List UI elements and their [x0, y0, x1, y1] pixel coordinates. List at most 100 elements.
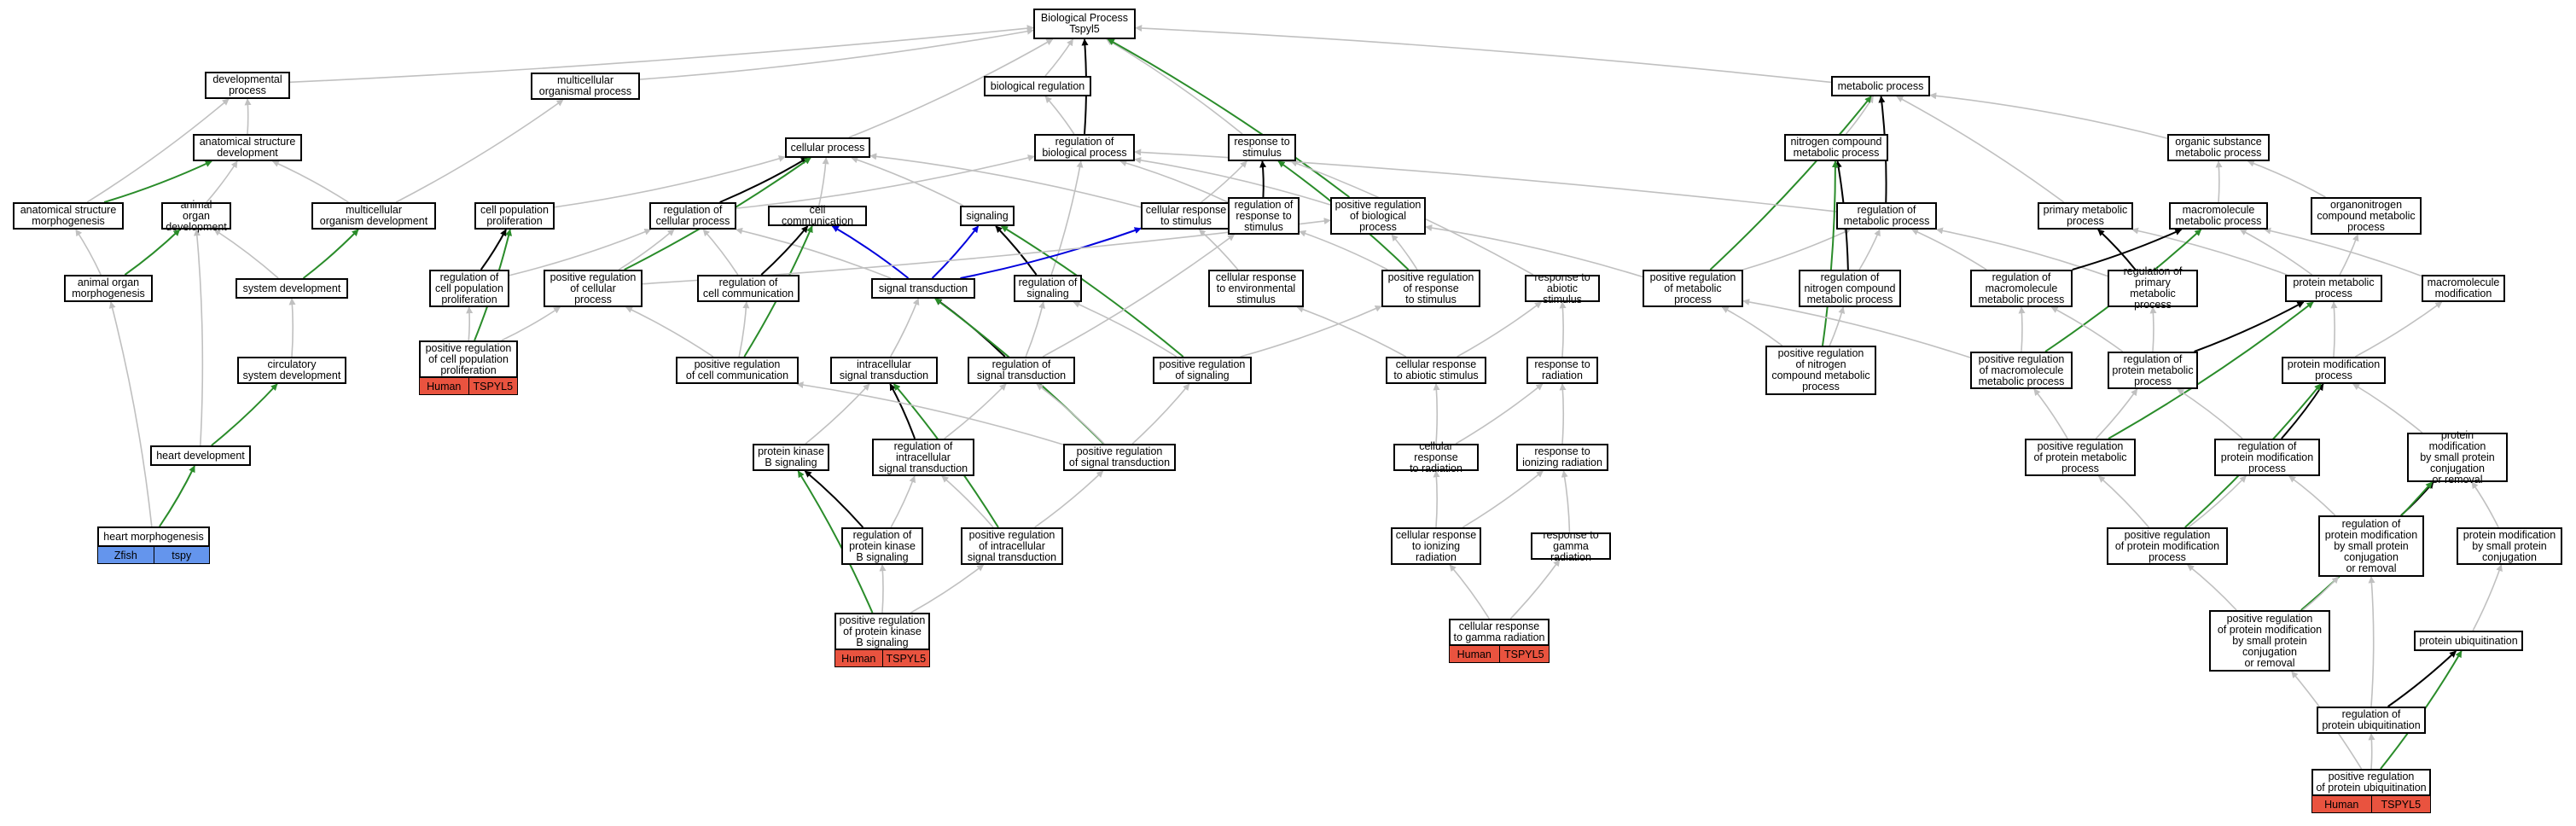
go-term-reg-cell-comm[interactable]: regulation of cell communication [697, 275, 800, 302]
go-term-resp-radiation[interactable]: response to radiation [1526, 357, 1598, 384]
go-term-animal-organ-dev[interactable]: animal organ development [161, 199, 231, 232]
go-term-reg-protein-mod[interactable]: regulation of protein modification proce… [2214, 439, 2320, 476]
species-tag: Human [420, 378, 468, 394]
go-term-pos-reg-prot-mod[interactable]: positive regulation of protein modificat… [2107, 527, 2228, 565]
go-term-macromol-met[interactable]: macromolecule metabolic process [2169, 202, 2268, 230]
go-term-pos-reg-bio-proc[interactable]: positive regulation of biological proces… [1330, 197, 1426, 235]
edge-response-stimulus-to-bp [1106, 38, 1243, 135]
edge-pos-reg-signaling-to-signaling [1001, 225, 1184, 358]
go-term-reg-cell-proc[interactable]: regulation of cellular process [649, 202, 736, 230]
go-term-reg-sig-trans[interactable]: regulation of signal transduction [968, 357, 1075, 384]
edge-pos-reg-protein-met-to-reg-protein-met [2095, 388, 2138, 439]
go-term-resp-abiotic[interactable]: response to abiotic stimulus [1525, 271, 1600, 305]
go-term-heart-dev[interactable]: heart development [150, 445, 251, 466]
go-term-reg-prot-mod-small[interactable]: regulation of protein modification by sm… [2318, 515, 2424, 577]
go-term-bio-reg[interactable]: biological regulation [984, 76, 1091, 96]
go-term-pos-reg-resp-stim[interactable]: positive regulation of response to stimu… [1381, 270, 1480, 307]
go-term-pos-reg-pkb-sig[interactable]: positive regulation of protein kinase B … [834, 613, 930, 650]
go-term-pos-reg-sig-trans[interactable]: positive regulation of signal transducti… [1063, 444, 1176, 471]
edge-pos-reg-macromol-to-pos-reg-met [1742, 299, 1971, 358]
go-term-pos-reg-prot-ubiq[interactable]: positive regulation of protein ubiquitin… [2311, 769, 2431, 796]
go-term-reg-pkb-sig[interactable]: regulation of protein kinase B signaling [841, 527, 923, 565]
go-term-pos-reg-cell-proc[interactable]: positive regulation of cellular process [544, 270, 643, 307]
go-term-protein-mod[interactable]: protein modification process [2282, 357, 2386, 384]
go-term-reg-primary-met[interactable]: regulation of primary metabolic process [2108, 266, 2198, 311]
edge-prot-mod-small-to-protein-mod [2352, 383, 2423, 433]
go-term-cell-resp-stim[interactable]: cellular response to stimulus [1141, 202, 1231, 230]
edge-pos-reg-sig-trans-to-pos-reg-cell-comm [796, 381, 1064, 445]
edge-cell-resp-env-to-cell-resp-stim [1198, 229, 1239, 270]
go-term-reg-signaling[interactable]: regulation of signaling [1014, 275, 1082, 302]
edge-pos-reg-bio-proc-to-reg-bio-process [1134, 156, 1331, 206]
go-term-metabolic[interactable]: metabolic process [1831, 76, 1930, 96]
go-term-reg-cell-pop-prolif[interactable]: regulation of cell population proliferat… [429, 270, 509, 307]
go-term-pos-reg-cell-comm[interactable]: positive regulation of cell communicatio… [676, 357, 799, 384]
go-term-pos-reg-protein-met[interactable]: positive regulation of protein metabolic… [2025, 439, 2136, 476]
edge-reg-cell-comm-to-reg-cell-proc [702, 229, 739, 276]
go-term-reg-met-proc[interactable]: regulation of metabolic process [1836, 202, 1937, 230]
edge-protein-mod-to-protein-met [2330, 301, 2338, 358]
go-term-pos-reg-prot-mod-small[interactable]: positive regulation of protein modificat… [2209, 610, 2330, 672]
go-term-protein-met[interactable]: protein metabolic process [2285, 275, 2382, 302]
go-term-multicell-org-dev[interactable]: multicellular organism development [311, 202, 436, 230]
go-term-cell-resp-gamma[interactable]: cellular response to gamma radiation [1449, 619, 1550, 646]
go-term-reg-prot-ubiq[interactable]: regulation of protein ubiquitination [2317, 707, 2426, 734]
go-term-bp[interactable]: Biological Process Tspyl5 [1033, 9, 1136, 39]
go-term-pos-reg-met[interactable]: positive regulation of metabolic process [1643, 270, 1743, 307]
go-term-pos-reg-nitrogen[interactable]: positive regulation of nitrogen compound… [1765, 346, 1876, 395]
go-term-organic-sub-met[interactable]: organic substance metabolic process [2167, 134, 2270, 161]
go-term-reg-protein-met[interactable]: regulation of protein metabolic process [2108, 352, 2198, 389]
go-term-pos-reg-cell-pop-prolif[interactable]: positive regulation of cell population p… [419, 340, 518, 378]
edge-metabolic-to-bp [1135, 25, 1832, 84]
go-term-cellular-process[interactable]: cellular process [785, 137, 870, 158]
go-term-pos-reg-intracell-sig[interactable]: positive regulation of intracellular sig… [961, 527, 1063, 565]
go-term-signaling[interactable]: signaling [960, 206, 1015, 226]
edge-pos-reg-cell-pop-prolif-to-pos-reg-cell-proc [501, 306, 561, 341]
go-term-reg-resp-stim[interactable]: regulation of response to stimulus [1228, 197, 1300, 235]
go-term-resp-ion-rad[interactable]: response to ionizing radiation [1516, 444, 1608, 471]
edge-multicell-org-dev-to-anat-struct-dev [271, 160, 349, 203]
go-term-heart-morph[interactable]: heart morphogenesis [97, 526, 210, 547]
go-term-system-dev[interactable]: system development [236, 278, 348, 299]
go-term-primary-met[interactable]: primary metabolic process [2038, 202, 2133, 230]
edge-heart-dev-to-animal-organ-dev [193, 229, 204, 446]
go-term-prot-mod-conj[interactable]: protein modification by small protein co… [2457, 527, 2562, 565]
go-term-cell-resp-abiotic[interactable]: cellular response to abiotic stimulus [1386, 357, 1486, 384]
go-term-pkb-sig[interactable]: protein kinase B signaling [753, 444, 829, 471]
go-term-cell-resp-ion-rad[interactable]: cellular response to ionizing radiation [1391, 527, 1481, 565]
go-term-animal-organ-morph[interactable]: animal organ morphogenesis [64, 275, 153, 302]
go-term-pos-reg-signaling[interactable]: positive regulation of signaling [1153, 357, 1252, 384]
go-term-intracell-sig[interactable]: intracellular signal transduction [830, 357, 938, 384]
go-term-reg-nitrogen-met[interactable]: regulation of nitrogen compound metaboli… [1799, 270, 1901, 307]
go-term-response-stimulus[interactable]: response to stimulus [1228, 134, 1296, 161]
go-term-reg-bio-process[interactable]: regulation of biological process [1034, 134, 1135, 161]
go-term-dev-process[interactable]: developmental process [205, 72, 290, 99]
edge-pos-reg-met-to-pos-reg-bio-proc [1425, 224, 1643, 278]
edge-reg-protein-mod-to-reg-protein-met [2177, 388, 2243, 439]
go-term-macromol-mod[interactable]: macromolecule modification [2422, 275, 2505, 302]
go-term-signal-trans[interactable]: signal transduction [871, 278, 975, 299]
go-term-prot-mod-small[interactable]: protein modification by small protein co… [2407, 429, 2508, 485]
go-term-cell-resp-radiation[interactable]: cellular response to radiation [1393, 440, 1479, 474]
go-term-cell-resp-env[interactable]: cellular response to environmental stimu… [1208, 270, 1304, 307]
go-term-resp-gamma[interactable]: response to gamma radiation [1531, 529, 1611, 562]
go-term-cell-pop-prolif[interactable]: cell population proliferation [474, 202, 555, 230]
go-term-circ-sys-dev[interactable]: circulatory system development [237, 357, 346, 384]
edge-macromol-mod-to-macromol-met [2264, 227, 2422, 277]
edge-cell-pop-prolif-to-cellular-process [554, 155, 786, 208]
go-term-pos-reg-macromol[interactable]: positive regulation of macromolecule met… [1970, 352, 2073, 389]
edge-macromol-met-to-organic-sub-met [2215, 160, 2223, 203]
go-term-reg-macromol-met[interactable]: regulation of macromolecule metabolic pr… [1970, 270, 2073, 307]
go-term-anat-struct-morph[interactable]: anatomical structure morphogenesis [13, 202, 124, 230]
go-term-cell-comm[interactable]: cell communication [768, 205, 867, 227]
go-term-reg-intracell-sig[interactable]: regulation of intracellular signal trans… [872, 439, 974, 476]
go-term-anat-struct-dev[interactable]: anatomical structure development [193, 134, 302, 161]
go-term-nitrogen-met[interactable]: nitrogen compound metabolic process [1784, 134, 1888, 161]
go-term-prot-ubiq[interactable]: protein ubiquitination [2414, 631, 2523, 651]
edge-protein-met-to-organonitrogen [2339, 234, 2359, 276]
go-term-organonitrogen[interactable]: organonitrogen compound metabolic proces… [2311, 197, 2422, 235]
edge-pos-reg-bio-proc-to-bp [1107, 38, 1350, 198]
go-term-multicell-org[interactable]: multicellular organismal process [531, 73, 640, 100]
